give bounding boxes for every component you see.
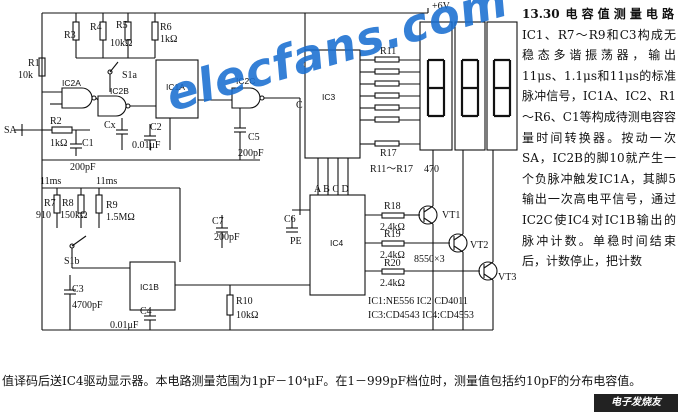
r5-label: R5 [116, 20, 128, 31]
ic4-label: IC4 [330, 238, 344, 248]
ic3-label: IC3 [322, 92, 336, 102]
r1-label: R1 [28, 58, 40, 69]
vt2-label: VT2 [470, 240, 488, 251]
c2-label: C2 [150, 122, 162, 133]
figure-title: 电容值测量电路 [565, 7, 676, 21]
r11-label: R11 [380, 46, 396, 57]
t1-label: 11ms [40, 176, 61, 187]
r7-label: R7 [44, 198, 56, 209]
r10-label: R10 [236, 296, 253, 307]
r5-value: 10kΩ [110, 38, 132, 49]
r2-value: 1kΩ [50, 138, 67, 149]
c7-value: 200pF [214, 232, 240, 243]
ic-list-line-1: IC1:NE556 IC2:CD4011 [368, 296, 468, 307]
c4-value: 0.01μF [110, 320, 139, 331]
r8-value: 150kΩ [60, 210, 87, 221]
r4-label: R4 [90, 22, 102, 33]
r20-value: 2.4kΩ [380, 278, 405, 289]
c6-label: C6 [284, 214, 296, 225]
cx-label: Cx [104, 120, 116, 131]
ic1a-label: IC1A [166, 82, 185, 92]
footer-text: 值译码后送IC4驱动显示器。本电路测量范围为1pF－10⁴μF。在1－999pF… [2, 374, 642, 388]
r6-label: R6 [160, 22, 172, 33]
s1a-label: S1a [122, 70, 138, 81]
site-logo: 电子发烧友 [594, 394, 678, 412]
ic1b-label: IC1B [140, 282, 159, 292]
pe-label: PE [290, 236, 302, 247]
r11-r17-label: R11～R17 [370, 164, 413, 175]
description-body: IC1、R7～R9和C3构成无稳态多谐振荡器，输出11μs、1.1μs和11μs… [522, 27, 676, 269]
r8-label: R8 [62, 198, 74, 209]
vt3-label: VT3 [498, 272, 516, 283]
ic-list-line-2: IC3:CD4543 IC4:CD4553 [368, 310, 474, 321]
transistor-type-label: 8550×3 [414, 254, 445, 265]
s1b-label: S1b [64, 256, 80, 267]
sa-label: SA [4, 125, 18, 136]
supply-label: +6V [432, 1, 451, 12]
c7-label: C7 [212, 216, 224, 227]
r10-value: 10kΩ [236, 310, 258, 321]
t2-label: 11ms [96, 176, 117, 187]
c1-value: 200pF [70, 162, 96, 173]
circuit-description: 13.30 电容值测量电路 IC1、R7～R9和C3构成无稳态多谐振荡器，输出1… [522, 4, 676, 272]
abcd-label: A B C D [314, 184, 349, 195]
circuit-schematic: +6V R1 10k R3 R4 R5 10kΩ R6 1kΩ S1a IC2A… [4, 1, 518, 331]
vt1-label: VT1 [442, 210, 460, 221]
ic2c-label: IC2C [236, 76, 255, 86]
r3-label: R3 [64, 30, 76, 41]
c5-value: 200pF [238, 148, 264, 159]
r9-value: 1.5MΩ [106, 212, 135, 223]
r18-label: R18 [384, 201, 401, 212]
r6-value: 1kΩ [160, 34, 177, 45]
r9-label: R9 [106, 200, 118, 211]
c2-value: 0.01μF [132, 140, 161, 151]
ic2a-label: IC2A [62, 78, 81, 88]
c1-label: C1 [82, 138, 94, 149]
r11-r17-value: 470 [424, 164, 439, 175]
r19-label: R19 [384, 229, 401, 240]
c5-label: C5 [248, 132, 260, 143]
r17-label: R17 [380, 148, 397, 159]
r1-value: 10k [18, 70, 33, 81]
r18-value: 2.4kΩ [380, 222, 405, 233]
r19-value: 2.4kΩ [380, 250, 405, 261]
r7-value: 910 [36, 210, 51, 221]
r2-label: R2 [50, 116, 62, 127]
ic2b-label: IC2B [110, 86, 129, 96]
c-segment-label: C [296, 100, 303, 111]
r20-label: R20 [384, 258, 401, 269]
c3-value: 4700pF [72, 300, 103, 311]
figure-number: 13.30 [522, 7, 560, 21]
c3-label: C3 [72, 284, 84, 295]
c4-label: C4 [140, 306, 152, 317]
